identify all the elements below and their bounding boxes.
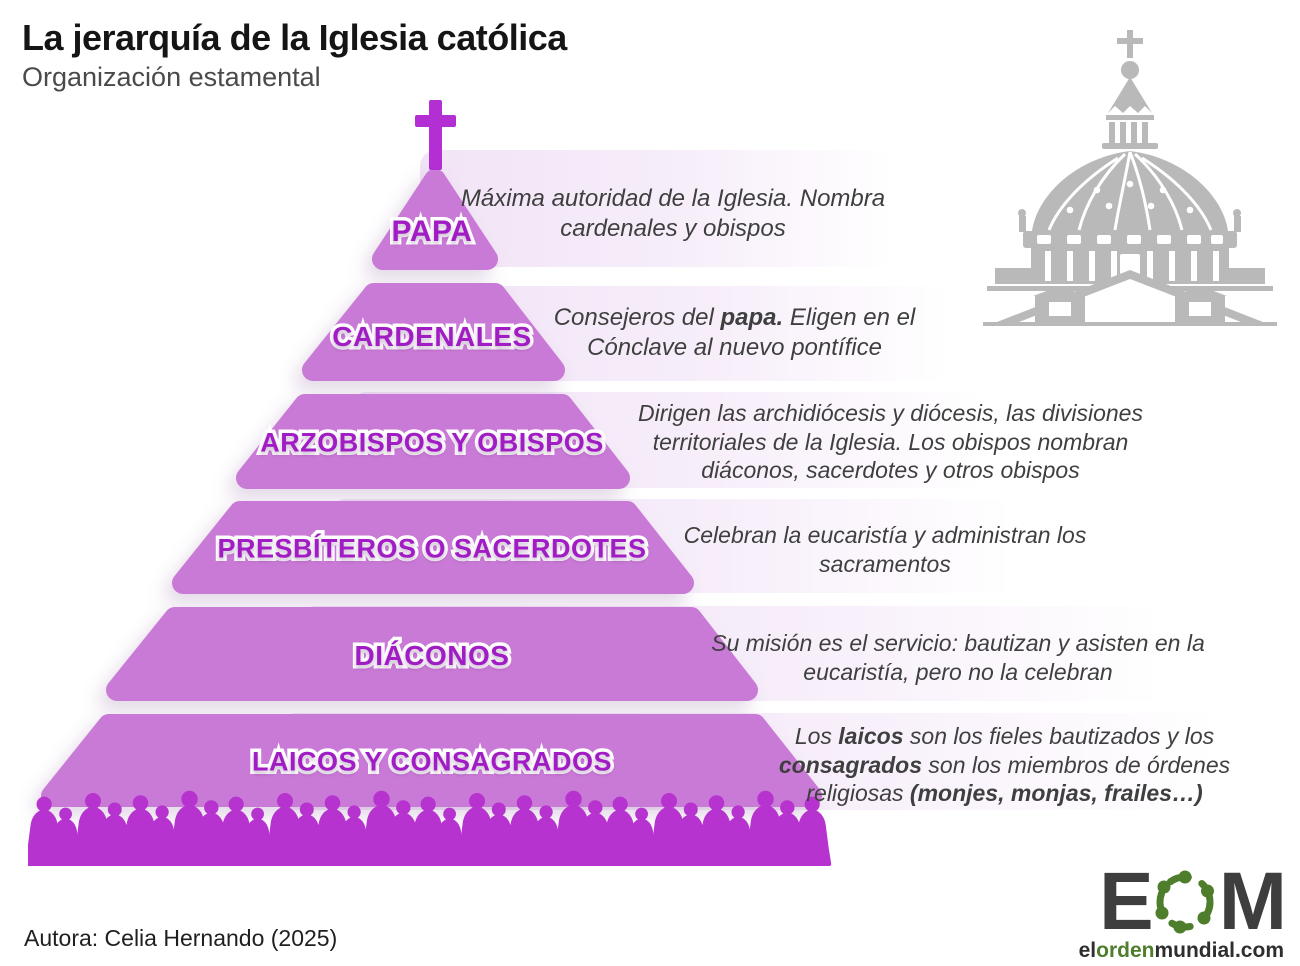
tier-label-arzobispos: ARZOBISPOS Y OBISPOS <box>257 424 607 461</box>
page-title: La jerarquía de la Iglesia católica <box>22 17 567 58</box>
tier-shape-papa <box>372 169 498 270</box>
tier-label-presbiteros: PRESBÍTEROS O SACERDOTES <box>214 530 650 567</box>
tier-label-papa: PAPA <box>388 212 475 252</box>
tier-description-papa: Máxima autoridad de la Iglesia. Nombra c… <box>460 185 886 242</box>
description-band <box>420 150 910 267</box>
logo-letter-e: E <box>1098 856 1154 947</box>
page-subtitle: Organización estamental <box>22 61 321 92</box>
header: La jerarquía de la Iglesia católica Orga… <box>22 18 567 93</box>
tier-description-presbiteros: Celebran la eucaristía y administran los… <box>683 522 1087 577</box>
tier-shape-presbiteros <box>172 501 694 594</box>
tier-label-laicos: LAICOS Y CONSAGRADOS <box>248 743 615 780</box>
tier-shape-laicos <box>41 714 822 807</box>
basilica-dome-icon <box>983 30 1277 326</box>
tier-description-laicos: Los laicos son los fieles bautizados y l… <box>778 723 1231 807</box>
logo-letter-m: M <box>1218 856 1287 947</box>
logo-o-icon <box>1155 870 1214 934</box>
tier-shape-diaconos <box>106 607 758 701</box>
eom-logo: E M elordenmundial.com <box>1078 856 1287 963</box>
cross-icon <box>415 100 456 170</box>
tier-description-diaconos: Su misión es el servicio: bautizan y asi… <box>711 630 1205 685</box>
tier-description-arzobispos: Dirigen las archidiócesis y diócesis, la… <box>638 400 1143 484</box>
tier-shape-cardenales <box>302 283 565 381</box>
tier-description-cardenales: Consejeros del papa. Eligen en el Cóncla… <box>553 304 916 361</box>
tier-label-diaconos: DIÁCONOS <box>351 637 512 675</box>
tier-shape-arzobispos <box>236 394 630 489</box>
tier-label-cardenales: CARDENALES <box>329 318 535 356</box>
crowd-silhouette <box>28 790 832 866</box>
author-credit: Autora: Celia Hernando (2025) <box>24 925 338 951</box>
logo-url: elordenmundial.com <box>1078 939 1284 962</box>
